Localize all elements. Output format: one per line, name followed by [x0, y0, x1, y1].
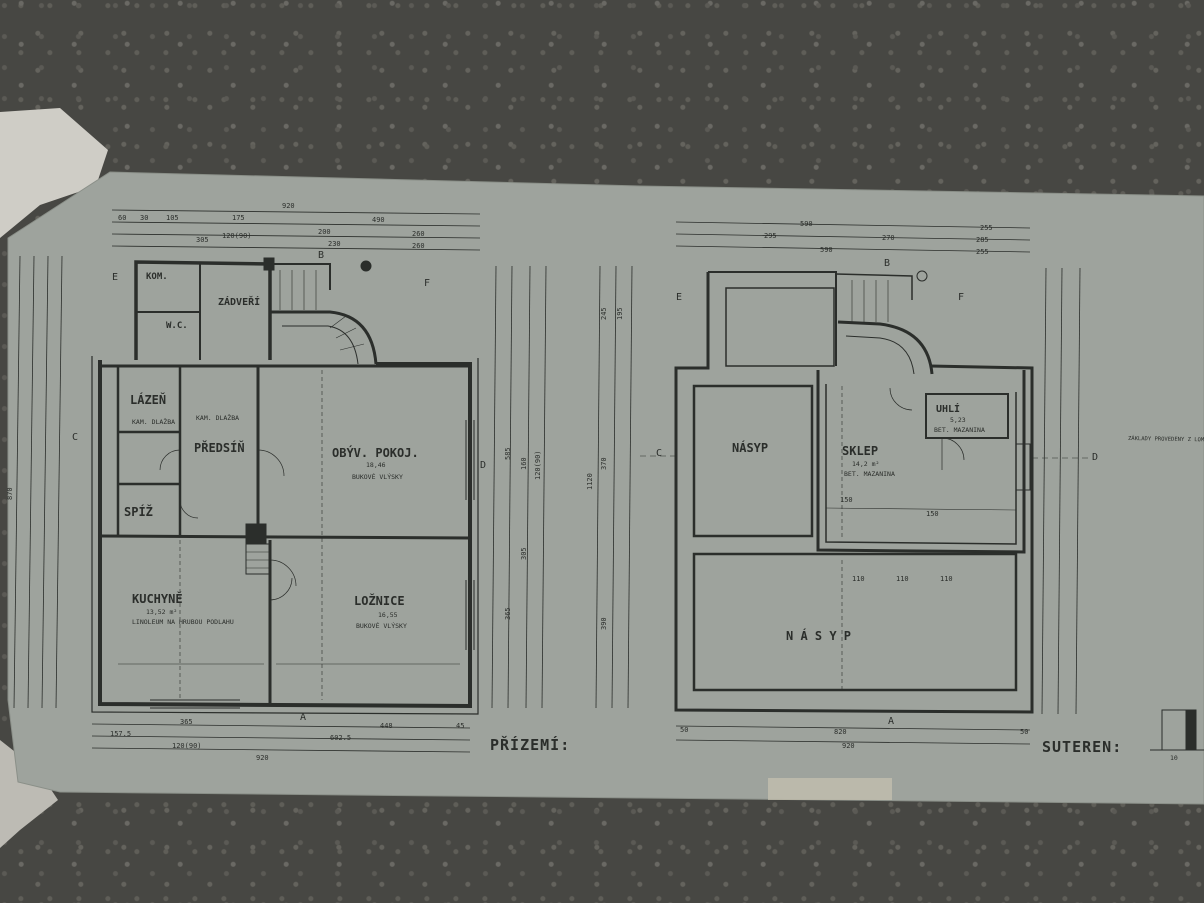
basement-section-f: F	[958, 292, 964, 303]
label-obyv-pokoj-area: 18,46	[366, 461, 386, 469]
label-predsin: PŘEDSÍŇ	[194, 440, 245, 455]
dim-right-7: 120(90)	[534, 450, 542, 480]
basement-dim-top-5: 285	[976, 236, 989, 244]
section-mark-b: B	[318, 250, 324, 261]
dim-right-9: 365	[504, 607, 512, 620]
basement-dim-mid-4: 150	[926, 510, 939, 518]
section-mark-a: A	[300, 712, 306, 723]
dim-top-0: 60	[118, 214, 126, 222]
scale-mark-label: 10	[1170, 754, 1178, 762]
label-sklep: SKLEP	[842, 444, 878, 458]
basement-dim-top-7: 255	[976, 248, 989, 256]
dim-right-0: 245	[600, 307, 608, 320]
basement-dim-bottom-2: 50	[1020, 728, 1028, 736]
label-loznice-area: 16,55	[378, 611, 398, 619]
label-sklep-floor: BET. MAZANINA	[844, 470, 895, 478]
basement-dim-top-4: 270	[882, 234, 895, 242]
stone-top-left	[0, 108, 108, 238]
label-loznice: LOŽNICE	[354, 593, 405, 608]
caption-prizemi: PŘÍZEMÍ:	[490, 735, 570, 754]
basement-dim-top-0: 590	[800, 220, 813, 228]
caption-suteren: SUTEREN:	[1042, 738, 1122, 756]
tape-strip	[768, 778, 892, 800]
section-mark-c: C	[72, 432, 78, 443]
label-uhli-floor: BET. MAZANINA	[934, 426, 985, 434]
label-kuchyne-floor: LINOLEUM NA HRUBOU PODLAHU	[132, 618, 234, 626]
basement-dim-top-2: 295	[764, 232, 777, 240]
dim-top-2: 105	[166, 214, 179, 222]
dim-right-1: 195	[616, 307, 624, 320]
dim-top-12: 230	[328, 240, 341, 248]
dim-top-10: 260	[412, 230, 425, 238]
label-kom: KOM.	[146, 272, 168, 282]
dim-top-8: 200	[318, 228, 331, 236]
basement-dim-bottom-3: 920	[842, 742, 855, 750]
label-obyv-pokoj-floor: BUKOVÉ VLÝSKY	[352, 472, 403, 481]
dim-bottom-4: 602.5	[330, 734, 351, 742]
basement-dim-bottom-0: 50	[680, 726, 688, 734]
dim-right-6: 160	[520, 457, 528, 470]
basement-plan	[640, 221, 1090, 745]
basement-dim-mid-1: 110	[852, 575, 865, 583]
label-nasyp-1: NÁSYP	[732, 440, 768, 455]
label-lazen: LÁZEŇ	[130, 392, 166, 407]
dim-top-11: 120(90)	[222, 232, 252, 240]
basement-dim-mid-2: 110	[896, 575, 909, 583]
dim-bottom-3: 157.5	[110, 730, 131, 738]
label-lazen-floor: KAM. DLAŽBA	[132, 417, 175, 426]
label-sklep-area: 14,2 m²	[852, 460, 879, 468]
scale-mark	[1150, 709, 1204, 751]
basement-section-d: D	[1092, 452, 1098, 463]
dim-top-overall: 920	[282, 202, 295, 210]
label-kuchyne: KUCHYNĚ	[132, 591, 183, 606]
basement-dim-mid-3: 110	[940, 575, 953, 583]
dim-bottom-2: 45	[456, 722, 464, 730]
label-zadveri: ZÁDVEŘÍ	[218, 295, 260, 308]
dim-top-14: 305	[196, 236, 209, 244]
dim-right-4: 390	[600, 617, 608, 630]
dim-bottom-1: 448	[380, 722, 393, 730]
dim-top-13: 260	[412, 242, 425, 250]
basement-section-b: B	[884, 258, 890, 269]
dim-right-5: 585	[504, 447, 512, 460]
label-obyv-pokoj: OBÝV. POKOJ.	[332, 445, 419, 460]
dim-top-1: 30	[140, 214, 148, 222]
basement-dim-bottom-1: 820	[834, 728, 847, 736]
dim-right-2: 370	[600, 457, 608, 470]
dim-right-3: 1120	[586, 473, 594, 490]
dim-bottom-6: 920	[256, 754, 269, 762]
label-predsin-floor: KAM. DLAŽBA	[196, 413, 239, 422]
basement-section-c: C	[656, 448, 662, 459]
basement-section-a: A	[888, 716, 894, 727]
basement-note-line-1: ZÁKLADY PROVEDENY Z LOMOVÉHO KAMENE	[1128, 434, 1204, 444]
dim-bottom-0: 365	[180, 718, 193, 726]
dim-bottom-5: 120(90)	[172, 742, 202, 750]
label-uhli: UHLÍ	[936, 402, 960, 415]
dim-top-4: 175	[232, 214, 245, 222]
label-uhli-area: 5,23	[950, 416, 966, 424]
basement-section-e: E	[676, 292, 682, 303]
basement-dim-mid-0: 150	[840, 496, 853, 504]
basement-dim-top-6: 590	[820, 246, 833, 254]
label-spiz: SPÍŽ	[124, 504, 153, 519]
label-loznice-floor: BUKOVÉ VLÝSKY	[356, 621, 407, 630]
dim-right-8: 305	[520, 547, 528, 560]
stone-bottom-left	[0, 740, 58, 848]
section-mark-e: E	[112, 272, 118, 283]
label-wc: W.C.	[166, 321, 188, 331]
section-mark-f: F	[424, 278, 430, 289]
basement-dim-top-1: 255	[980, 224, 993, 232]
section-mark-d: D	[480, 460, 486, 471]
label-kuchyne-area: 13,52 m²	[146, 608, 177, 616]
dim-left-overall: 870	[6, 487, 14, 500]
dim-top-6: 490	[372, 216, 385, 224]
ground-floor-plan	[13, 209, 633, 753]
label-nasyp-2: N Á S Y P	[786, 628, 851, 643]
